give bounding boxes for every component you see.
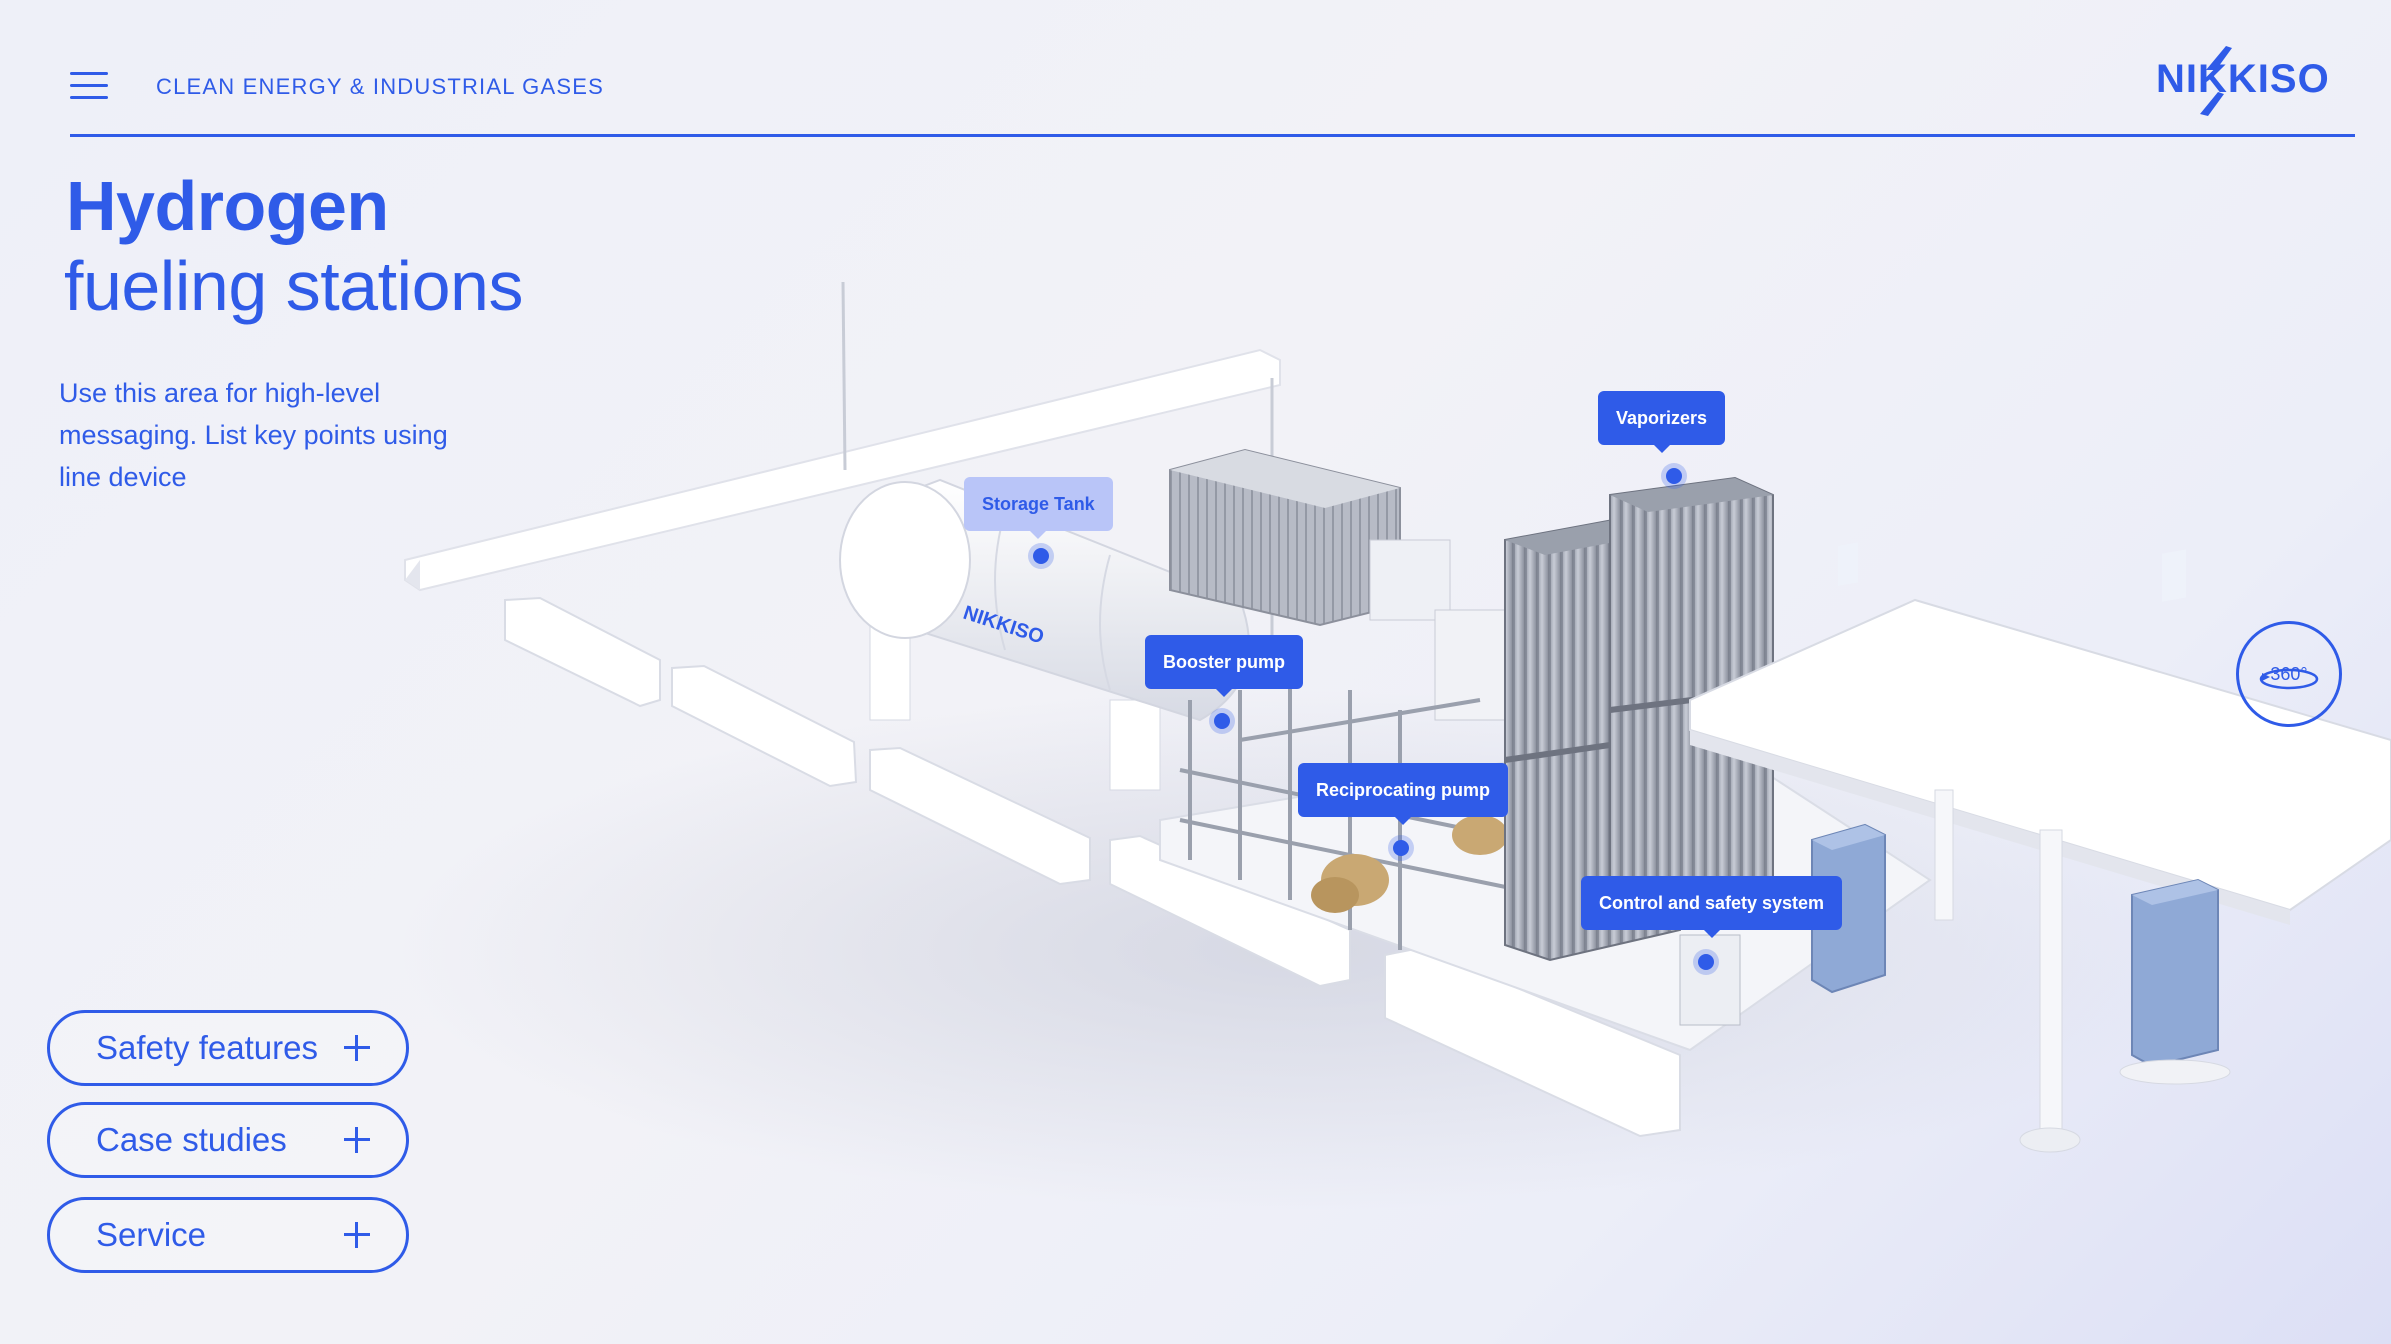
section-label: CLEAN ENERGY & INDUSTRIAL GASES [156, 74, 604, 99]
header-divider [70, 134, 2355, 137]
intro-text: Use this area for high-level messaging. … [59, 378, 448, 492]
reciprocating-pump-hotspot[interactable] [1393, 840, 1409, 856]
page-subtitle: fueling stations [64, 247, 523, 325]
logo-text: NIKKISO [2156, 57, 2330, 101]
storage-tank-callout[interactable]: Storage Tank [964, 477, 1113, 539]
rotate-360-label: 360° [2270, 663, 2308, 684]
storage-tank-hotspot[interactable] [1033, 548, 1049, 564]
case-studies-label: Case studies [96, 1121, 287, 1158]
safety-features-label: Safety features [96, 1029, 318, 1066]
page-title: Hydrogen [66, 167, 389, 245]
vaporizers-callout[interactable]: Vaporizers [1598, 391, 1726, 453]
nikkiso-logo: NIKKISO [2156, 46, 2330, 116]
booster-pump-hotspot[interactable] [1214, 713, 1230, 729]
service-button[interactable]: Service [47, 1197, 409, 1273]
hamburger-menu-icon[interactable] [70, 70, 108, 100]
plus-icon [344, 1035, 370, 1061]
control-safety-callout[interactable]: Control and safety system [1581, 876, 1843, 938]
case-studies-button[interactable]: Case studies [47, 1102, 409, 1178]
plus-icon [344, 1222, 370, 1248]
plus-icon [344, 1127, 370, 1153]
rotate-360-button[interactable]: 360° [2236, 621, 2342, 727]
safety-features-button[interactable]: Safety features [47, 1010, 409, 1086]
rotate-360-icon [2259, 668, 2319, 690]
booster-pump-callout[interactable]: Booster pump [1145, 635, 1304, 697]
reciprocating-pump-callout[interactable]: Reciprocating pump [1298, 763, 1509, 825]
control-safety-hotspot[interactable] [1698, 954, 1714, 970]
fueling-station-illustration: NIKKISO [400, 281, 2391, 1210]
vaporizers-hotspot[interactable] [1666, 468, 1682, 484]
service-label: Service [96, 1216, 207, 1253]
